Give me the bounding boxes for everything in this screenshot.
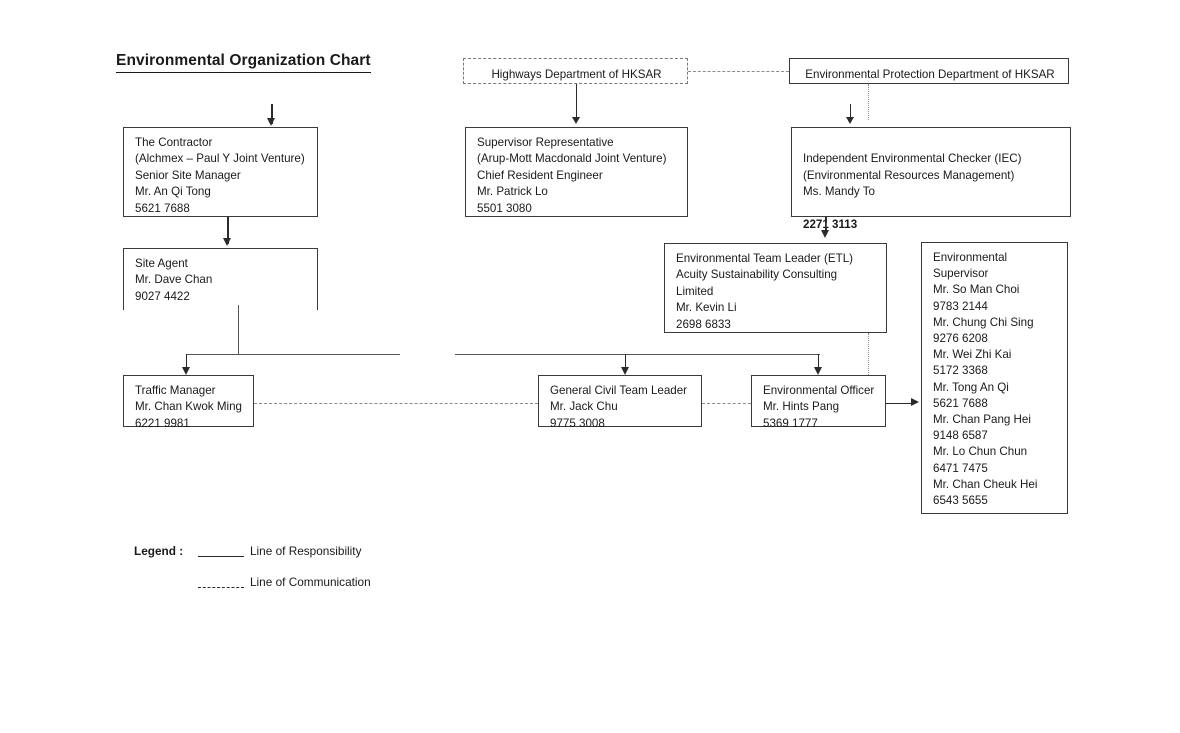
link-contractor-to-site-agent [227,217,230,244]
node-environmental-officer[interactable]: Environmental Officer Mr. Hints Pang 536… [751,375,886,430]
legend-communication-text: Line of Communication [250,575,371,589]
link-general-civil-to-officer [702,403,751,404]
bus-right [455,354,820,355]
arrow-to-iec [846,117,854,124]
link-highways-to-epd [688,71,789,72]
node-site-agent[interactable]: Site Agent Mr. Dave Chan 9027 4422 [123,248,318,310]
legend-responsibility-text: Line of Responsibility [250,544,362,558]
link-etl-dotted-to-officer [868,333,869,375]
node-general-civil-team-leader[interactable]: General Civil Team Leader Mr. Jack Chu 9… [538,375,702,430]
node-supervisor-representative[interactable]: Supervisor Representative (Arup-Mott Mac… [465,127,688,217]
node-environmental-protection-department[interactable]: Environmental Protection Department of H… [789,58,1069,84]
legend-solid-line-icon [198,556,244,557]
link-iec-to-etl [825,217,827,233]
node-iec-text: Independent Environmental Checker (IEC) … [803,152,1022,199]
arrow-to-supervisor [911,398,919,406]
link-highways-to-supervisor-rep [576,84,578,120]
bus-left [186,354,400,355]
arrow-to-environmental-officer [814,367,822,375]
link-officer-to-supervisor [886,403,914,405]
node-iec[interactable]: Independent Environmental Checker (IEC) … [791,127,1071,231]
arrow-to-traffic-manager [182,367,190,375]
arrow-to-contractor [267,118,275,126]
arrow-to-etl [821,230,829,238]
link-bus-to-environmental-officer [818,354,820,372]
arrow-to-supervisor-rep [572,117,580,124]
arrow-to-site-agent [223,238,231,246]
node-highways-department[interactable]: Highways Department of HKSAR [463,58,688,84]
node-iec-phone: 2271 3113 [803,218,858,232]
link-bus-to-general-civil [625,354,627,372]
link-site-agent-drop [238,305,239,355]
link-bus-left-to-traffic-manager [186,354,188,372]
node-contractor[interactable]: The Contractor (Alchmex – Paul Y Joint V… [123,127,318,217]
node-environmental-supervisor[interactable]: Environmental Supervisor Mr. So Man Choi… [921,242,1068,514]
link-epd-dotted-stub [868,84,869,120]
legend-label: Legend : [134,544,184,558]
node-etl[interactable]: Environmental Team Leader (ETL) Acuity S… [664,243,887,333]
page-title: Environmental Organization Chart [116,52,371,73]
arrow-to-general-civil [621,367,629,375]
link-traffic-to-general-civil [254,403,538,404]
legend-dashed-line-icon [198,587,244,588]
link-to-contractor [271,104,274,124]
link-epd-to-iec [850,104,852,121]
node-traffic-manager[interactable]: Traffic Manager Mr. Chan Kwok Ming 6221 … [123,375,254,430]
